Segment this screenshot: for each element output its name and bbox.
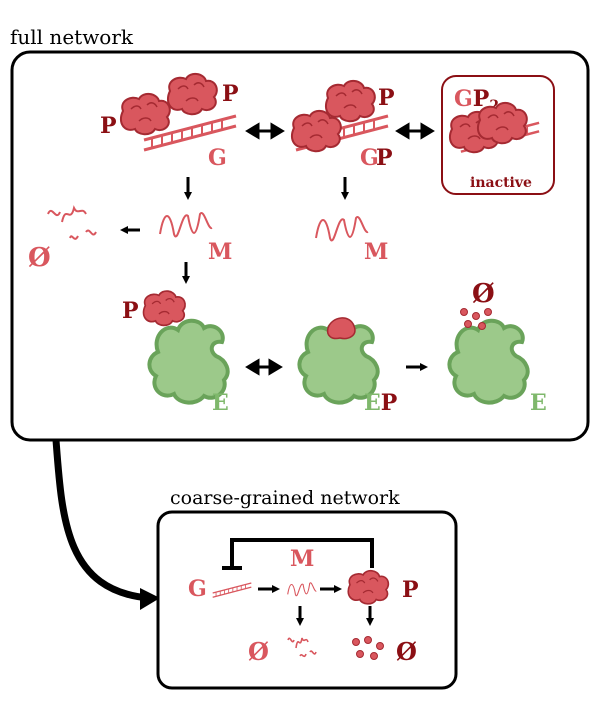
protein-label: P xyxy=(122,298,139,324)
protein-label: P xyxy=(222,81,239,107)
degraded-mrna-icon xyxy=(287,637,317,658)
gene-label: G xyxy=(188,576,207,602)
protein-blob-icon xyxy=(476,101,528,145)
protein-fragments-icon xyxy=(352,636,384,660)
protein-label: P xyxy=(378,85,395,111)
inactive-label: inactive xyxy=(470,175,532,191)
protein-blob-icon xyxy=(347,569,390,605)
reversible-binding-arrow xyxy=(245,358,283,376)
gene-protein-complex: P G P xyxy=(290,79,395,171)
protein-fragments-icon xyxy=(460,308,492,330)
enzyme-label: E xyxy=(530,390,547,416)
gene-label: G xyxy=(360,145,379,171)
gp2-label: GP2 xyxy=(454,86,499,114)
gp2-inactive-complex: GP2 inactive xyxy=(441,75,555,195)
mrna-label: M xyxy=(208,239,232,265)
protein-label: P xyxy=(376,145,393,171)
null-symbol: Ø xyxy=(472,279,495,309)
gene-label: G xyxy=(208,145,227,171)
coarse-graining-arrow xyxy=(52,439,149,602)
protein-blob-icon xyxy=(119,92,171,136)
degraded-mrna-icon xyxy=(47,205,97,240)
full-network-title: full network xyxy=(10,25,134,49)
null-symbol: Ø xyxy=(28,243,51,273)
protein-label: P xyxy=(402,577,419,603)
protein-blob-icon xyxy=(166,72,218,116)
ep-label: EP xyxy=(364,390,397,416)
mrna-label: M xyxy=(290,546,314,572)
feedback-line xyxy=(230,538,374,568)
reversible-binding-arrow xyxy=(395,122,435,140)
enzyme-label: E xyxy=(212,390,229,416)
protein-label: P xyxy=(100,113,117,139)
gene-with-free-proteins: P P G xyxy=(100,72,239,171)
mrna-label: M xyxy=(364,239,388,265)
enzyme-icon xyxy=(447,318,530,405)
protein-blob-icon xyxy=(324,79,376,123)
coarse-graining-arrowhead xyxy=(140,588,160,610)
protein-blob-icon xyxy=(142,290,186,327)
null-symbol: Ø xyxy=(396,637,417,666)
bound-protein-icon xyxy=(326,317,356,340)
null-symbol: Ø xyxy=(248,637,269,666)
reversible-binding-arrow xyxy=(245,122,285,140)
coarse-network-title: coarse-grained network xyxy=(170,487,400,509)
